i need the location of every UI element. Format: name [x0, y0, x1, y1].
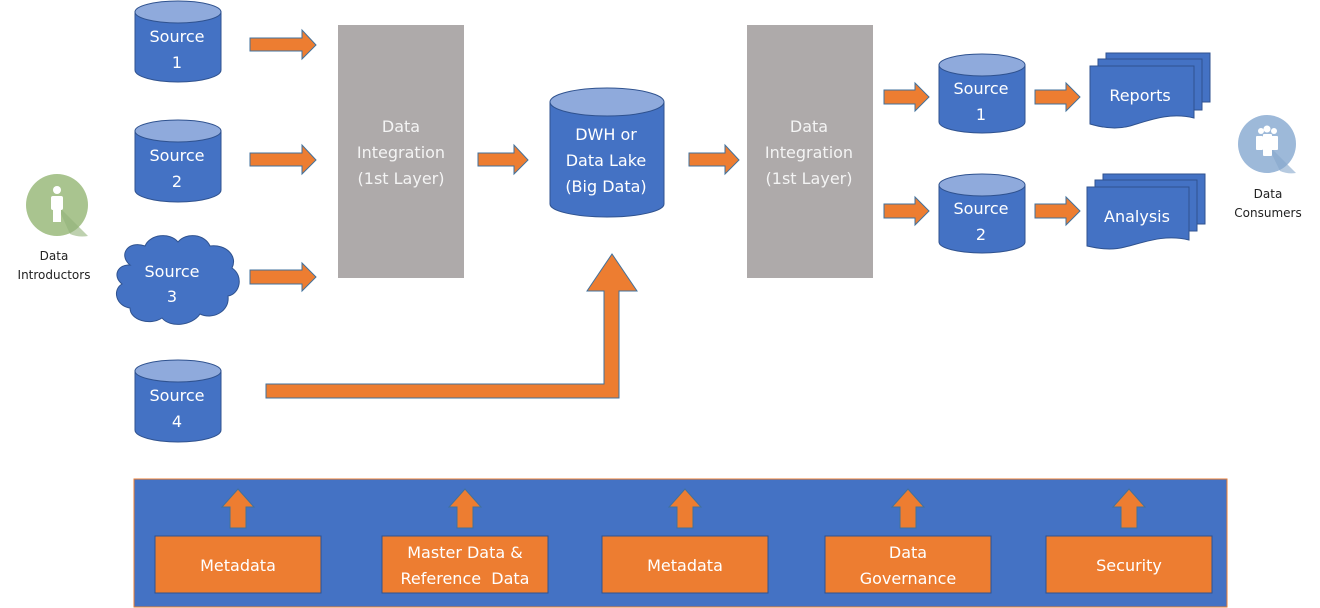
governance-label: Metadata — [647, 556, 723, 575]
source-2-label: Source — [150, 146, 205, 165]
governance-item: Security — [1045, 488, 1213, 594]
arrow-up-icon — [447, 488, 483, 529]
source-2-database: Source 2 — [134, 119, 222, 203]
arrow-right-icon — [477, 143, 529, 176]
governance-label: Master Data & — [407, 543, 523, 562]
output-source-1-database: Source 1 — [938, 53, 1026, 134]
governance-box — [154, 535, 322, 594]
source-3-label: Source — [145, 262, 200, 281]
reports-label: Reports — [1109, 86, 1170, 105]
source-3-cloud: Source 3 — [115, 235, 240, 325]
introductors-label-2: Introductors — [18, 268, 91, 282]
data-integration-right: Data Integration (1st Layer) — [747, 25, 873, 278]
warehouse-line-3: (Big Data) — [565, 177, 646, 196]
dwh-data-lake-database: DWH or Data Lake (Big Data) — [549, 87, 665, 218]
data-consumers-actor: Data Consumers — [1234, 115, 1302, 220]
source-1-database: Source 1 — [134, 0, 222, 83]
integration-right-line-3: (1st Layer) — [766, 169, 853, 188]
source-4-database: Source 4 — [134, 359, 222, 443]
output-source-2-label: Source — [954, 199, 1009, 218]
integration-left-line-2: Integration — [357, 143, 445, 162]
governance-label: Reference Data — [401, 569, 530, 588]
governance-item: Metadata — [601, 488, 769, 594]
arrow-right-icon — [883, 81, 930, 113]
governance-item: Master Data & Reference Data — [381, 488, 549, 594]
output-source-2-number: 2 — [976, 225, 986, 244]
governance-box — [601, 535, 769, 594]
arrow-right-icon — [688, 143, 740, 176]
source-4-label: Source — [150, 386, 205, 405]
arrow-right-icon — [1034, 81, 1081, 113]
data-integration-left: Data Integration (1st Layer) — [338, 25, 464, 278]
analysis-label: Analysis — [1104, 207, 1170, 226]
governance-box — [381, 535, 549, 594]
governance-box — [1045, 535, 1213, 594]
arrow-right-icon — [249, 261, 317, 293]
integration-left-line-1: Data — [382, 117, 420, 136]
arrow-right-icon — [249, 143, 317, 176]
governance-label: Security — [1096, 556, 1162, 575]
source-3-number: 3 — [167, 287, 177, 306]
introductors-label-1: Data — [40, 249, 69, 263]
governance-label: Governance — [860, 569, 957, 588]
arrow-up-icon — [1111, 488, 1147, 529]
arrow-up-icon — [667, 488, 703, 529]
source-1-label: Source — [150, 27, 205, 46]
arrow-right-icon — [249, 28, 317, 61]
output-source-1-number: 1 — [976, 105, 986, 124]
analysis-document-stack: Analysis — [1086, 173, 1206, 250]
elbow-arrow-icon — [265, 253, 638, 399]
source-1-number: 1 — [172, 53, 182, 72]
output-source-2-database: Source 2 — [938, 173, 1026, 254]
arrow-right-icon — [1034, 195, 1081, 227]
data-introductors-actor: Data Introductors — [18, 174, 91, 282]
source-4-number: 4 — [172, 412, 182, 431]
source-2-number: 2 — [172, 172, 182, 191]
integration-left-line-3: (1st Layer) — [358, 169, 445, 188]
arrow-up-icon — [890, 488, 926, 529]
integration-right-line-2: Integration — [765, 143, 853, 162]
warehouse-line-1: DWH or — [575, 125, 637, 144]
reports-document-stack: Reports — [1089, 52, 1211, 129]
governance-label: Data — [889, 543, 927, 562]
governance-item: Metadata — [154, 488, 322, 594]
consumers-label-1: Data — [1254, 187, 1283, 201]
governance-box — [824, 535, 992, 594]
arrow-right-icon — [883, 195, 930, 227]
arrow-up-icon — [220, 488, 256, 529]
integration-right-line-1: Data — [790, 117, 828, 136]
output-source-1-label: Source — [954, 79, 1009, 98]
consumers-label-2: Consumers — [1234, 206, 1301, 220]
governance-label: Metadata — [200, 556, 276, 575]
warehouse-line-2: Data Lake — [566, 151, 647, 170]
